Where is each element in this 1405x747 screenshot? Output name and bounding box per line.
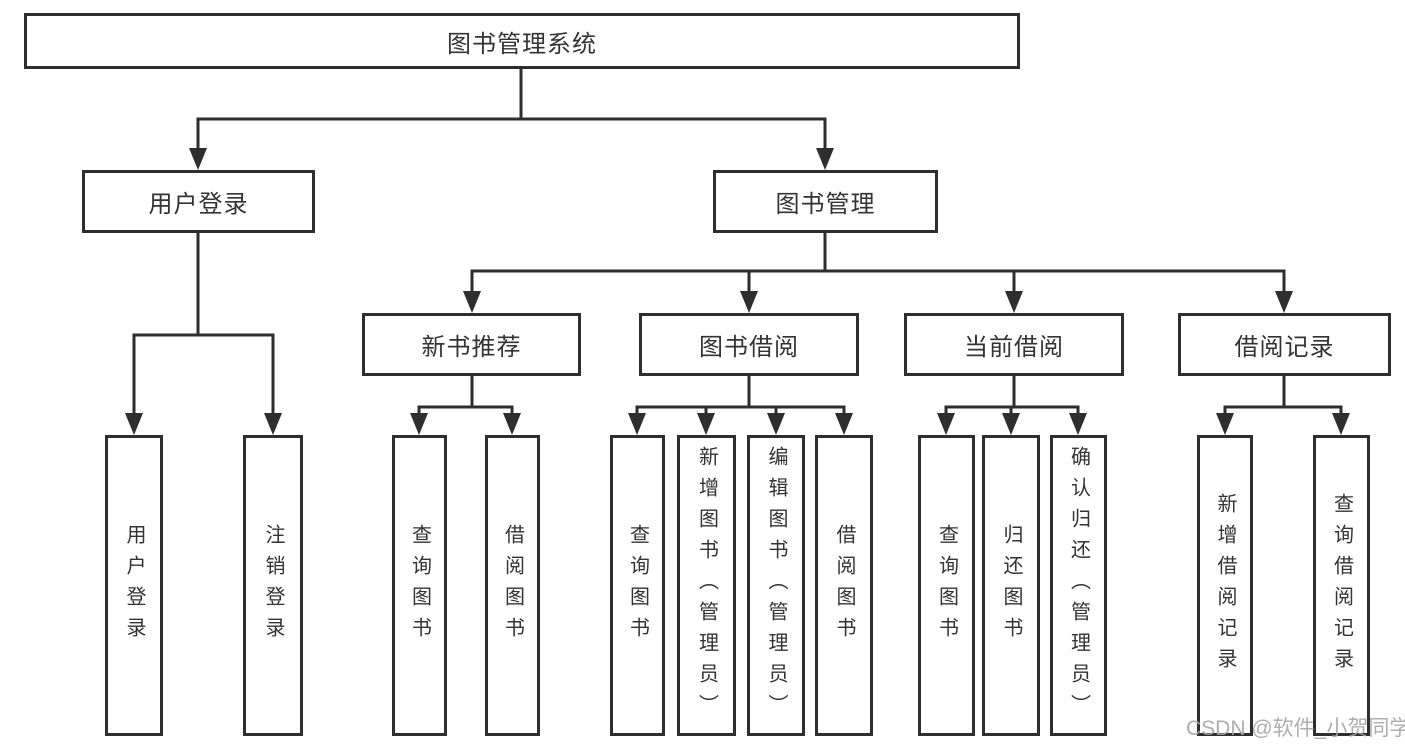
- leaf-return-books: 归还图书: [982, 435, 1040, 736]
- node-new-book-recommendation: 新书推荐: [362, 313, 581, 376]
- leaf-query-books-borrow: 查询图书: [610, 435, 665, 736]
- arrow-down-icon: [816, 148, 834, 170]
- node-label: 注销登录: [262, 523, 284, 648]
- leaf-borrow-books-recommend: 借阅图书: [485, 435, 540, 736]
- node-label: 确认归还（管理员）: [1067, 446, 1090, 725]
- arrow-down-icon: [628, 413, 646, 435]
- arrow-down-icon: [1002, 413, 1020, 435]
- node-label: 归还图书: [1000, 523, 1022, 648]
- arrow-down-icon: [835, 413, 853, 435]
- node-label: 查询图书: [935, 523, 958, 648]
- node-current-borrowing: 当前借阅: [904, 313, 1124, 376]
- node-book-borrowing: 图书借阅: [639, 313, 859, 376]
- arrow-down-icon: [410, 413, 428, 435]
- edge-current-borrowing-to-leaves: [944, 376, 1080, 417]
- leaf-edit-book-admin: 编辑图书（管理员）: [747, 435, 805, 736]
- node-label: 图书借阅: [699, 334, 799, 361]
- edge-root-to-level2: [196, 69, 827, 152]
- arrow-down-icon: [767, 413, 785, 435]
- arrow-down-icon: [740, 291, 758, 313]
- edge-new-book-recommendation-to-leaves: [417, 376, 514, 417]
- leaf-query-books-current: 查询图书: [918, 435, 975, 736]
- node-label: 借阅记录: [1234, 334, 1335, 361]
- node-book-management: 图书管理: [713, 170, 938, 233]
- arrow-down-icon: [1069, 413, 1087, 435]
- node-label: 借阅图书: [501, 523, 524, 648]
- node-label: 编辑图书（管理员）: [765, 446, 787, 725]
- node-label: 图书管理: [775, 191, 876, 218]
- node-label: 查询图书: [408, 523, 431, 648]
- node-label: 查询借阅记录: [1330, 492, 1353, 679]
- node-label: 查询图书: [626, 523, 649, 648]
- edge-user-login-to-leaves: [132, 233, 275, 417]
- arrow-down-icon: [1216, 413, 1234, 435]
- leaf-user-login: 用户登录: [105, 435, 163, 736]
- node-label: 新增图书（管理员）: [695, 446, 718, 725]
- leaf-confirm-return-admin: 确认归还（管理员）: [1050, 435, 1107, 736]
- node-label: 新增借阅记录: [1214, 492, 1236, 679]
- node-root-system: 图书管理系统: [24, 13, 1020, 69]
- node-label: 借阅图书: [833, 523, 855, 648]
- node-user-login: 用户登录: [82, 170, 315, 233]
- arrowheads: [125, 148, 1350, 435]
- node-label: 图书管理系统: [447, 30, 597, 58]
- edge-borrowing-records-to-leaves: [1223, 376, 1343, 417]
- leaf-add-book-admin: 新增图书（管理员）: [677, 435, 736, 736]
- arrow-down-icon: [463, 291, 481, 313]
- node-label: 当前借阅: [964, 334, 1064, 361]
- arrow-down-icon: [503, 413, 521, 435]
- leaf-logout: 注销登录: [243, 435, 303, 736]
- node-label: 用户登录: [123, 523, 145, 648]
- csdn-watermark: CSDN @软件_小贺同学: [1186, 717, 1405, 740]
- node-borrowing-records: 借阅记录: [1178, 313, 1391, 376]
- arrow-down-icon: [1275, 291, 1293, 313]
- arrow-down-icon: [189, 148, 207, 170]
- edge-book-borrowing-to-leaves: [635, 376, 846, 417]
- arrow-down-icon: [1332, 413, 1350, 435]
- arrow-down-icon: [937, 413, 955, 435]
- arrow-down-icon: [697, 413, 715, 435]
- leaf-query-books-recommend: 查询图书: [392, 435, 447, 736]
- arrow-down-icon: [125, 413, 143, 435]
- arrow-down-icon: [1005, 291, 1023, 313]
- edge-book-management-to-level3: [470, 233, 1286, 293]
- leaf-query-borrow-record: 查询借阅记录: [1313, 435, 1370, 736]
- node-label: 新书推荐: [421, 334, 522, 361]
- leaf-add-borrow-record: 新增借阅记录: [1197, 435, 1253, 736]
- leaf-borrow-books-borrow: 借阅图书: [815, 435, 873, 736]
- arrow-down-icon: [264, 413, 282, 435]
- node-label: 用户登录: [148, 191, 249, 218]
